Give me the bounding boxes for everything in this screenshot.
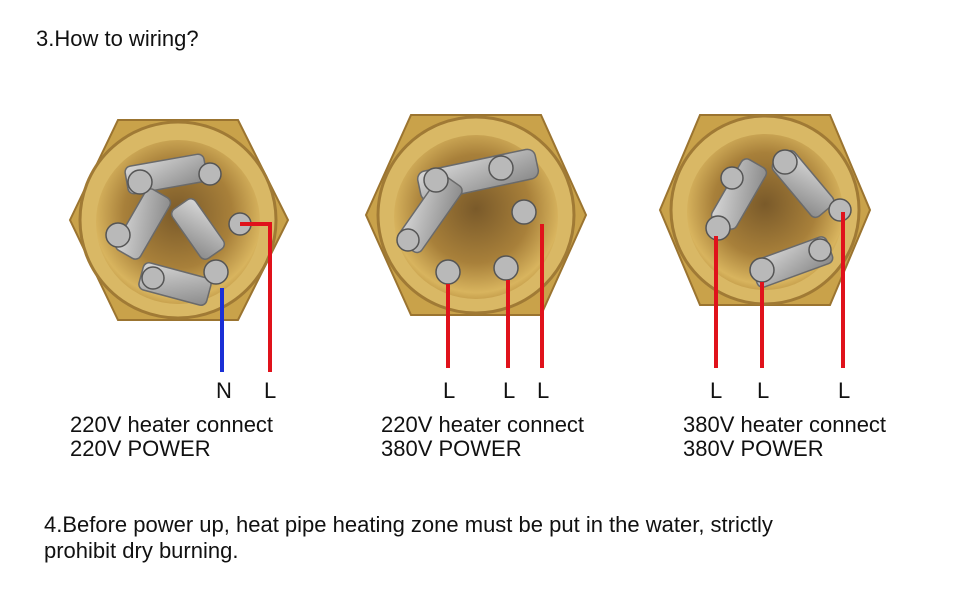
terminal-label: N <box>216 378 232 403</box>
caption-line: 220V POWER <box>70 436 211 461</box>
terminal-label: L <box>838 378 851 403</box>
heater-diagram-2 <box>364 114 588 368</box>
diagram-caption-2: 220V heater connect 380V POWER <box>381 413 584 461</box>
caption-line: 220V heater connect <box>381 412 585 437</box>
terminal-label: L <box>757 378 770 403</box>
caption-line: 380V POWER <box>683 436 824 461</box>
terminal-stud-icon <box>396 155 537 285</box>
terminal-label: L <box>443 378 456 403</box>
terminal-label: L <box>710 378 723 403</box>
terminal-label: L <box>503 378 516 403</box>
terminal-stud-icon <box>705 149 852 283</box>
caption-line: 380V heater connect <box>683 412 887 437</box>
caption-line: 220V heater connect <box>70 412 274 437</box>
heater-diagram-1 <box>68 119 290 372</box>
heater-flange-icon <box>364 114 588 316</box>
diagram-caption-3: 380V heater connect 380V POWER <box>683 413 886 461</box>
section-heading: 3.How to wiring? <box>36 26 199 51</box>
caption-line: 380V POWER <box>381 436 522 461</box>
note-line: prohibit dry burning. <box>44 538 239 563</box>
safety-note: 4.Before power up, heat pipe heating zon… <box>44 512 924 564</box>
diagram-caption-1: 220V heater connect 220V POWER <box>70 413 273 461</box>
heater-diagram-3 <box>658 114 872 368</box>
terminal-label: L <box>537 378 550 403</box>
note-line: 4.Before power up, heat pipe heating zon… <box>44 512 773 537</box>
terminal-stud-icon <box>105 162 252 290</box>
terminal-label: L <box>264 378 277 403</box>
